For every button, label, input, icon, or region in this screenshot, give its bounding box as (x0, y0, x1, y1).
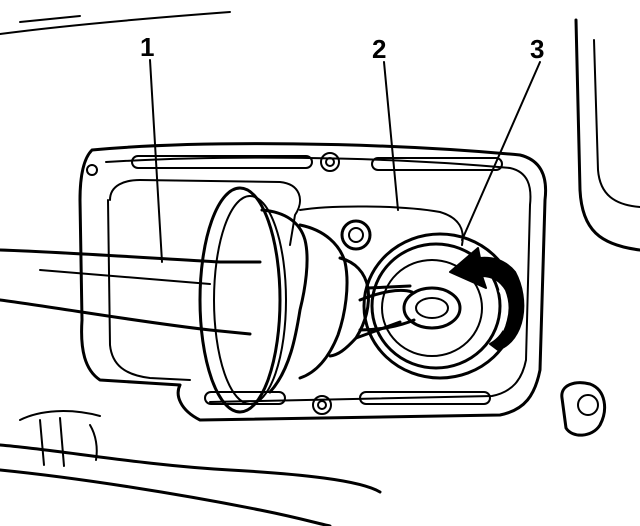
body-edge-top-inner (19, 15, 81, 23)
boot-fold-2 (298, 223, 349, 380)
seal-inner (381, 259, 483, 357)
plate-hole-bottom-inner (317, 400, 327, 410)
plate-slot-bottom-right (359, 391, 491, 405)
floor-tab-ribs (39, 417, 65, 467)
nut-face (577, 394, 599, 416)
plate-recess-right (299, 205, 464, 246)
body-edge-top (0, 11, 231, 35)
stub-shaft-bore (415, 297, 449, 319)
plate-inner-edge (105, 156, 532, 403)
body-panel-lines (0, 11, 640, 526)
callout-2: 2 (372, 34, 386, 64)
plate-hole-left (86, 164, 98, 176)
callout-1: 1 (140, 32, 154, 62)
leader-line-3 (461, 61, 541, 241)
plate-stud-inner (348, 227, 364, 243)
leader-lines (149, 59, 541, 263)
plate-recess-top (109, 179, 301, 246)
nut-outline (560, 381, 607, 437)
callout-3: 3 (530, 34, 544, 64)
floor-edge-upper (0, 443, 382, 494)
body-pillar-outer (574, 18, 640, 252)
cv-boot (198, 186, 412, 414)
boot-large-rim (198, 186, 282, 414)
plate-hole-top-inner (325, 157, 335, 167)
rotation-arrow-icon (449, 247, 525, 351)
stub-shaft-end (402, 286, 462, 330)
leader-line-2 (383, 61, 399, 211)
drive-shaft (0, 248, 262, 336)
leader-line-1 (149, 59, 163, 263)
loose-nut (560, 381, 607, 437)
floor-edge-lower (0, 468, 332, 526)
plate-slot-top-right (371, 157, 503, 171)
boot-fold-3 (328, 256, 370, 358)
seal-middle (370, 242, 502, 370)
plate-stud (340, 219, 372, 251)
plate-hole-bottom (312, 395, 332, 415)
floor-tab (19, 410, 101, 421)
plate-hole-top (320, 152, 340, 172)
floor-tab-edge (89, 424, 98, 461)
boot-fold-1 (260, 208, 309, 394)
joint-seal-assembly (358, 232, 518, 380)
shaft-highlight (39, 269, 211, 285)
plate-slot-top-left (131, 155, 313, 169)
mounting-plate (78, 142, 548, 422)
plate-outline (78, 142, 548, 422)
body-pillar-inner (593, 39, 640, 208)
rotation-arrow (449, 247, 525, 351)
stub-shaft (358, 288, 416, 332)
boot-large-rim-inner (213, 195, 287, 405)
rotation-arrow-highlight (498, 289, 508, 331)
shaft-lower-edge (0, 298, 252, 336)
plate-recess-left (107, 199, 191, 381)
shaft-upper-edge (0, 248, 262, 264)
